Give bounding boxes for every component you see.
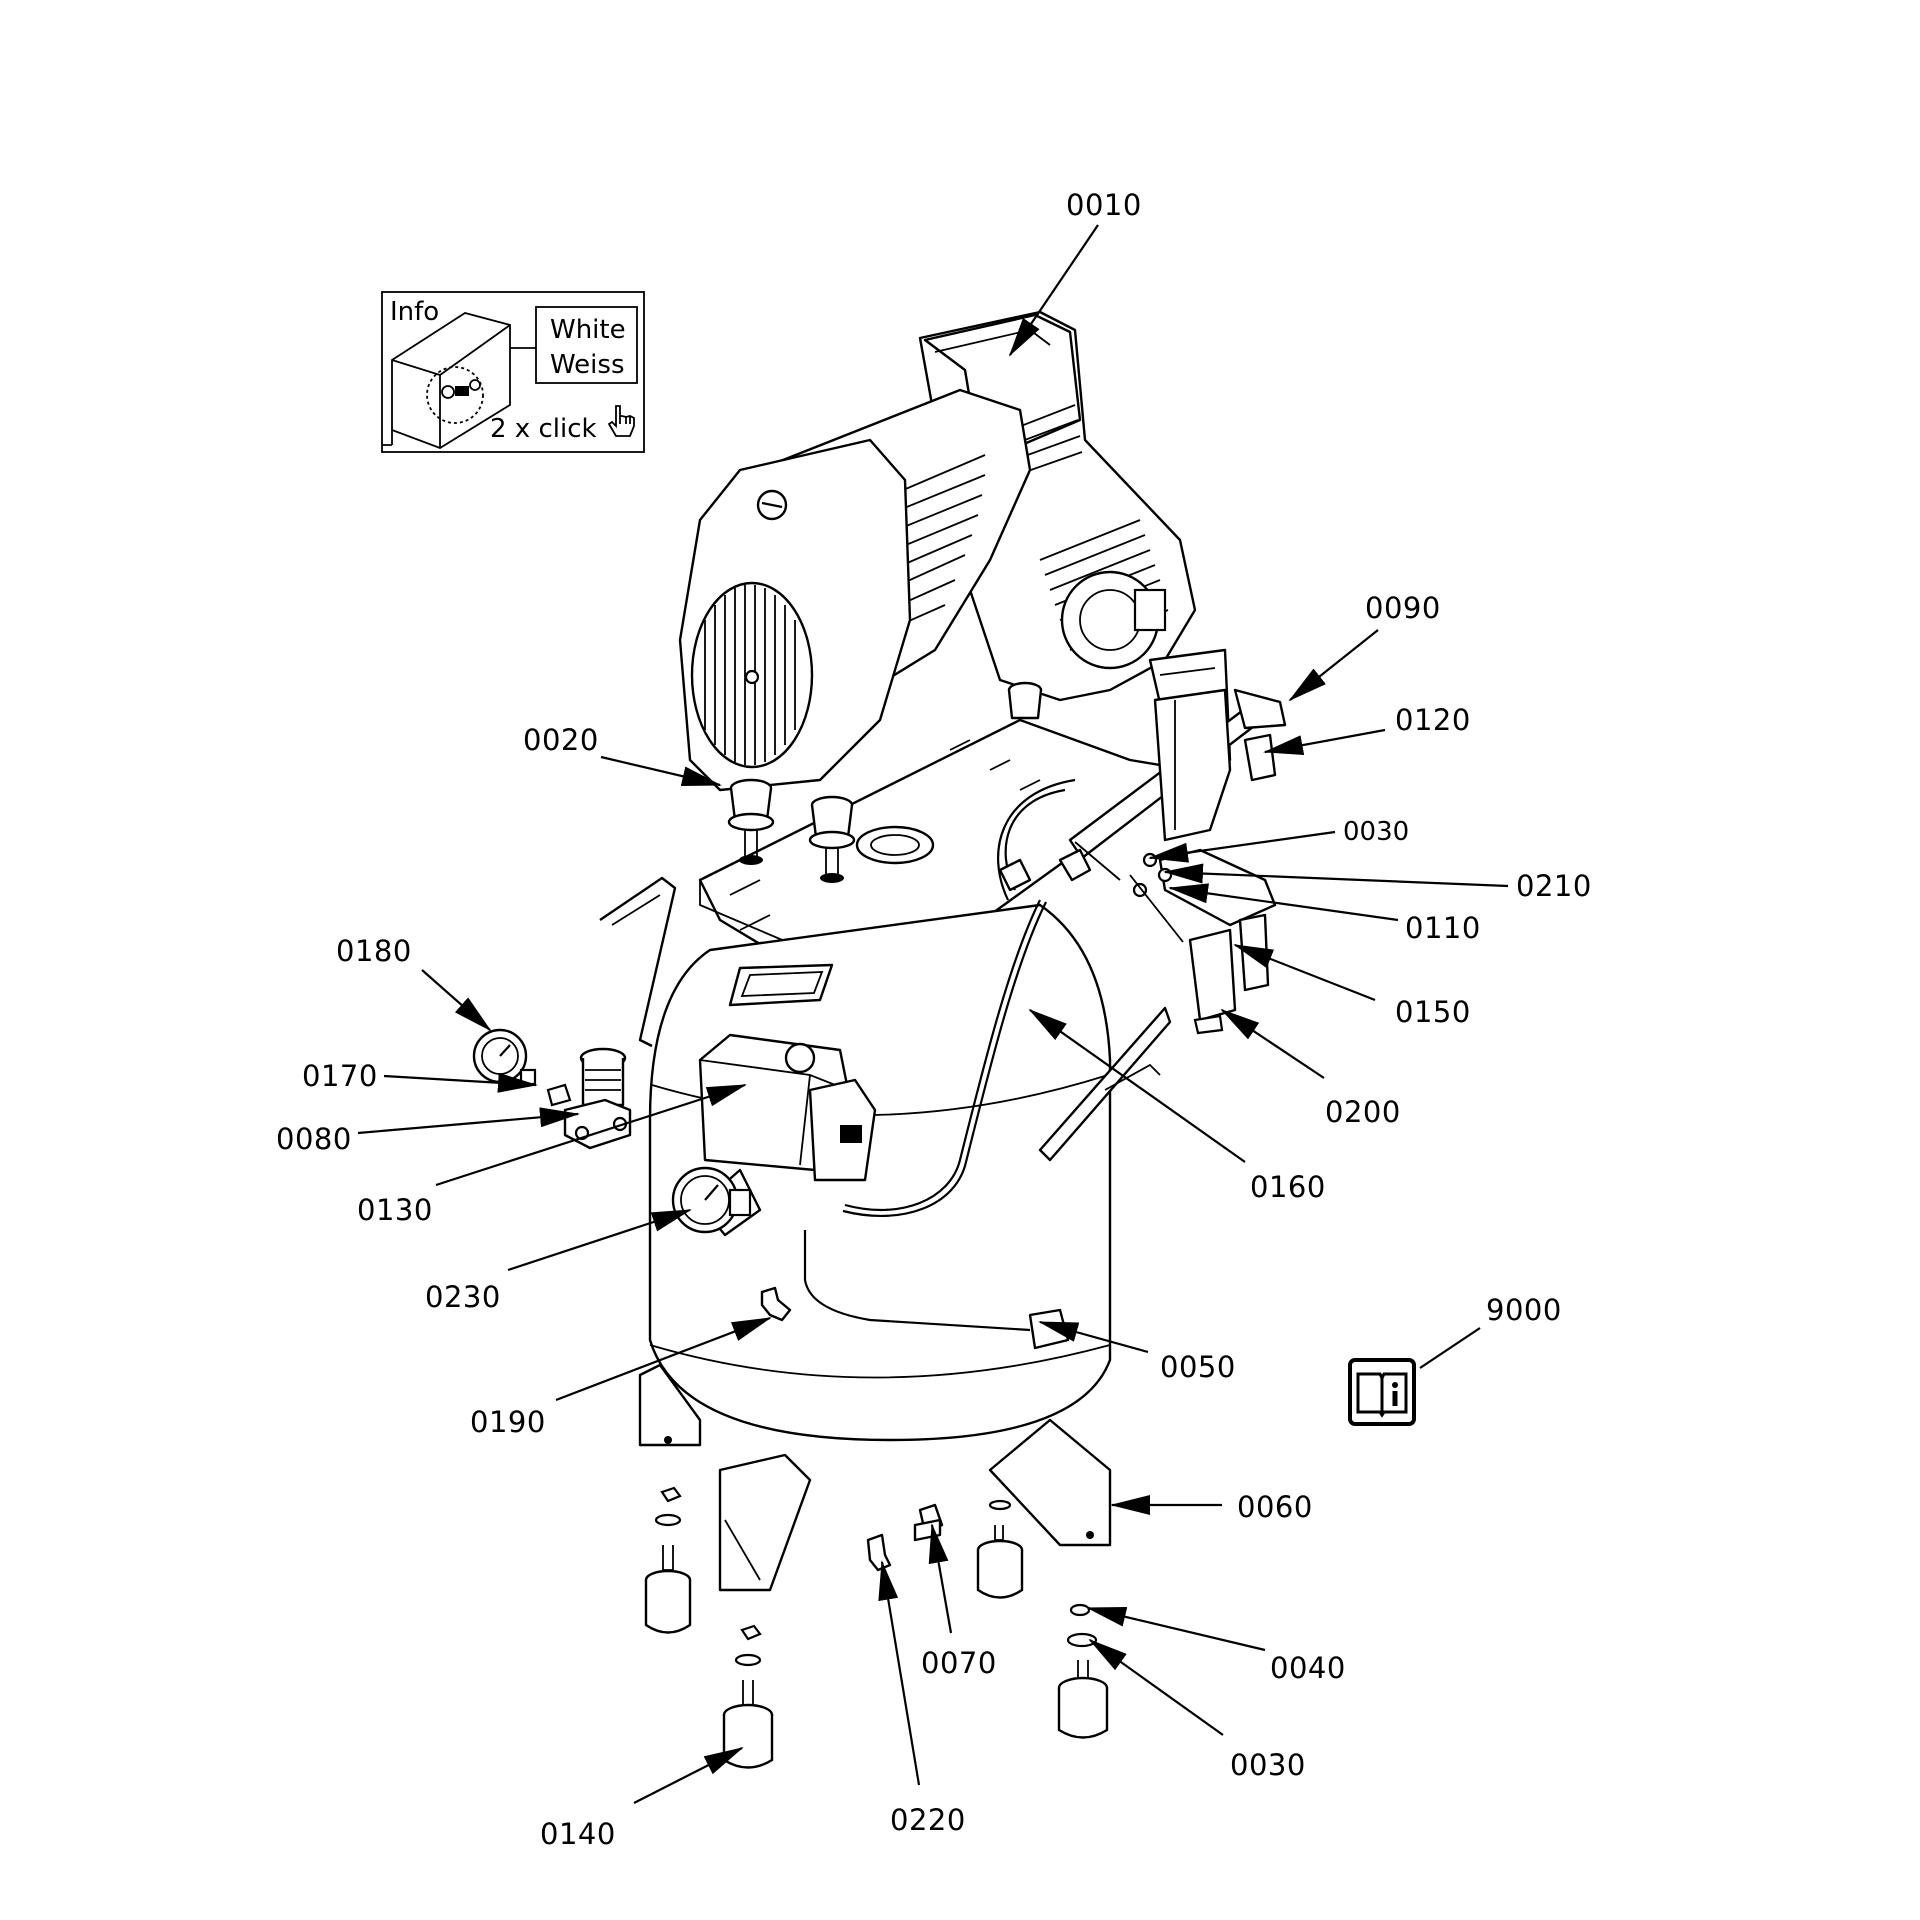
info-box[interactable]: Info White Weiss 2 x click (381, 291, 645, 453)
callout-0230[interactable]: 0230 (425, 1280, 501, 1314)
callout-0110[interactable]: 0110 (1405, 911, 1481, 945)
callout-0010[interactable]: 0010 (1066, 188, 1142, 222)
info-title: Info (390, 297, 439, 327)
callout-9000[interactable]: 9000 (1486, 1293, 1562, 1327)
callout-0160[interactable]: 0160 (1250, 1170, 1326, 1204)
callout-0210[interactable]: 0210 (1516, 869, 1592, 903)
pointer-hand-icon (607, 405, 635, 437)
vibration-mounts (727, 681, 1043, 883)
callout-0200[interactable]: 0200 (1325, 1095, 1401, 1129)
callout-0180[interactable]: 0180 (336, 934, 412, 968)
callout-0020[interactable]: 0020 (523, 723, 599, 757)
callout-labels: 0010 0020 0090 0120 0030 0210 0110 0150 … (276, 188, 1592, 1851)
callout-0090[interactable]: 0090 (1365, 591, 1441, 625)
callout-0040[interactable]: 0040 (1270, 1651, 1346, 1685)
info-color-en: White (550, 315, 626, 345)
info-color-de: Weiss (550, 350, 625, 380)
callout-0150[interactable]: 0150 (1395, 995, 1471, 1029)
callout-0170[interactable]: 0170 (302, 1059, 378, 1093)
callout-0050[interactable]: 0050 (1160, 1350, 1236, 1384)
callout-0030-lower[interactable]: 0030 (1230, 1748, 1306, 1782)
loose-parts (644, 1286, 1109, 1769)
info-hint: 2 x click (490, 414, 597, 444)
callout-0130[interactable]: 0130 (357, 1193, 433, 1227)
callout-0190[interactable]: 0190 (470, 1405, 546, 1439)
callout-0080[interactable]: 0080 (276, 1122, 352, 1156)
callout-0120[interactable]: 0120 (1395, 703, 1471, 737)
valve-pipe-group (998, 688, 1287, 1035)
info-thumbnail (382, 312, 511, 449)
callout-0060[interactable]: 0060 (1237, 1490, 1313, 1524)
callout-0220[interactable]: 0220 (890, 1803, 966, 1837)
callout-0140[interactable]: 0140 (540, 1817, 616, 1851)
callout-0070[interactable]: 0070 (921, 1646, 997, 1680)
regulator-group (472, 1028, 632, 1150)
leader-lines (357, 224, 1509, 1804)
motor-compressor-assembly (678, 310, 1232, 792)
manual-info-book-icon[interactable] (1348, 1358, 1416, 1426)
callout-0030-upper[interactable]: 0030 (1343, 817, 1409, 847)
